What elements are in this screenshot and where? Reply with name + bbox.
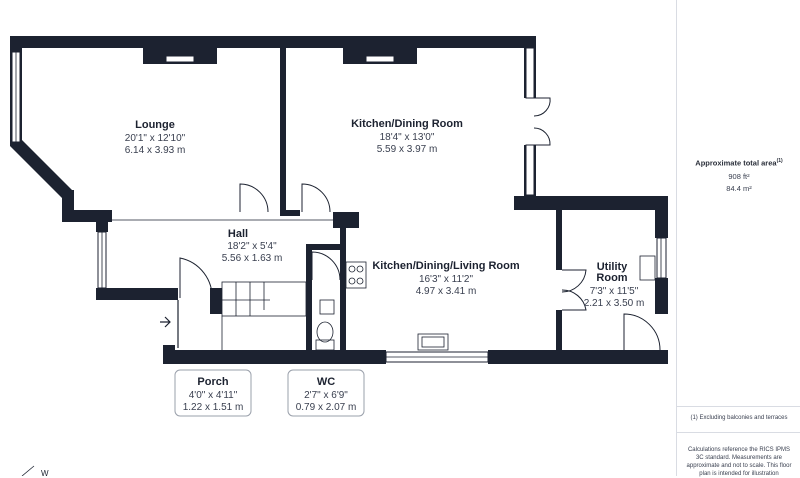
room-dim-metric-kitchen-dining: 5.59 x 3.97 m (377, 144, 438, 155)
room-name-hall: Hall (228, 228, 248, 240)
divider-bottom (677, 432, 800, 433)
walls (10, 36, 668, 364)
room-name-lounge: Lounge (135, 119, 175, 131)
fixtures (108, 219, 656, 351)
footnote: (1) Excluding balconies and terraces (690, 415, 788, 421)
room-dim-metric-wc: 0.79 x 2.07 m (296, 402, 357, 413)
area-metric: 84.4 m² (726, 184, 752, 193)
room-dim-imperial-kitchen-living: 16'3" x 11'2" (419, 274, 474, 285)
room-name-kitchen-living: Kitchen/Dining/Living Room (372, 260, 519, 272)
room-dim-metric-hall: 5.56 x 1.63 m (222, 253, 283, 264)
compass-label: W (41, 469, 49, 476)
room-dim-imperial-hall: 18'2" x 5'4" (227, 241, 277, 252)
room-name-kitchen-dining: Kitchen/Dining Room (351, 118, 463, 130)
room-name-utility-line1: Utility (597, 261, 628, 273)
room-dim-imperial-utility: 7'3" x 11'5" (590, 286, 639, 297)
doors (177, 97, 661, 351)
divider-top (677, 406, 800, 407)
area-title-text: Approximate total area (695, 158, 777, 168)
room-dim-imperial-porch: 4'0" x 4'11" (189, 390, 238, 401)
room-name-wc: WC (317, 376, 335, 388)
area-title-note: (1) (776, 158, 783, 164)
disclaimer: Calculations reference the RICS IPMS 3C … (686, 447, 792, 477)
room-dim-imperial-kitchen-dining: 18'4" x 13'0" (380, 132, 435, 143)
wc-label-box: WC 2'7" x 6'9" 0.79 x 2.07 m (287, 369, 365, 417)
room-labels: Lounge 20'1" x 12'10" 6.14 x 3.93 m Kitc… (125, 118, 645, 309)
room-name-utility-line2: Room (596, 272, 627, 284)
room-dim-metric-kitchen-living: 4.97 x 3.41 m (416, 286, 477, 297)
area-title: Approximate total area(1) (685, 158, 793, 168)
floor-plan: Lounge 20'1" x 12'10" 6.14 x 3.93 m Kitc… (10, 36, 668, 476)
room-name-porch: Porch (197, 376, 228, 388)
room-dim-metric-porch: 1.22 x 1.51 m (183, 402, 244, 413)
area-summary-panel: Approximate total area(1) 908 ft² 84.4 m… (676, 0, 800, 477)
room-dim-metric-utility: 2.21 x 3.50 m (584, 298, 645, 309)
room-dim-metric-lounge: 6.14 x 3.93 m (125, 145, 186, 156)
compass: W (21, 465, 49, 476)
room-dim-imperial-lounge: 20'1" x 12'10" (125, 133, 186, 144)
porch-label-box: Porch 4'0" x 4'11" 1.22 x 1.51 m (174, 369, 252, 417)
area-imperial: 908 ft² (728, 172, 750, 181)
room-dim-imperial-wc: 2'7" x 6'9" (304, 390, 348, 401)
windows (11, 47, 667, 363)
